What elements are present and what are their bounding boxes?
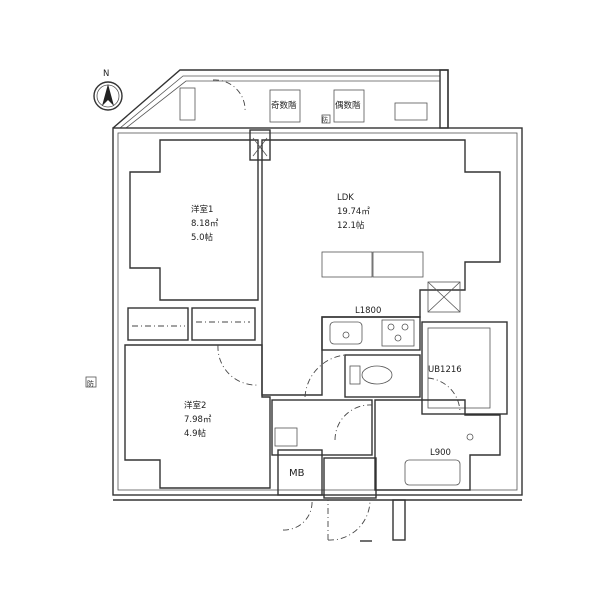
ldk-room: LDK 19.74㎡ 12.1帖 xyxy=(261,139,501,396)
entrance xyxy=(323,457,406,542)
hallway xyxy=(271,399,373,456)
western-room-1: 洋室1 8.18㎡ 5.0帖 xyxy=(129,129,271,301)
ldk-tatami: 12.1帖 xyxy=(337,220,365,231)
odd-floor-label: 奇数階 xyxy=(271,100,297,111)
kitchen-counter: L1800 xyxy=(321,306,421,351)
meter-box: MB xyxy=(277,449,323,531)
balcony-mark: 防 xyxy=(322,116,328,124)
ldk-area: 19.74㎡ xyxy=(337,207,370,217)
north-compass-icon: N xyxy=(93,69,123,111)
bath-label: UB1216 xyxy=(428,365,462,375)
balcony: 奇数階 偶数階 防 xyxy=(112,69,449,129)
side-mark: 防 xyxy=(87,379,94,388)
room2-area: 7.98㎡ xyxy=(184,415,212,425)
compass-label: N xyxy=(103,69,109,79)
room2-tatami: 4.9帖 xyxy=(184,428,207,439)
toilet xyxy=(304,354,421,398)
outer-walls xyxy=(112,127,523,501)
meter-box-label: MB xyxy=(289,468,305,479)
kitchen-label: L1800 xyxy=(355,306,381,316)
western-room-2: 洋室2 7.98㎡ 4.9帖 防 xyxy=(85,307,271,489)
room1-tatami: 5.0帖 xyxy=(191,232,214,243)
room1-name: 洋室1 xyxy=(191,204,213,215)
washroom: L900 xyxy=(374,399,501,491)
room1-area: 8.18㎡ xyxy=(191,219,219,229)
ldk-name: LDK xyxy=(337,193,354,203)
even-floor-label: 偶数階 xyxy=(335,100,361,111)
washroom-label: L900 xyxy=(430,448,451,458)
room2-name: 洋室2 xyxy=(184,400,206,411)
